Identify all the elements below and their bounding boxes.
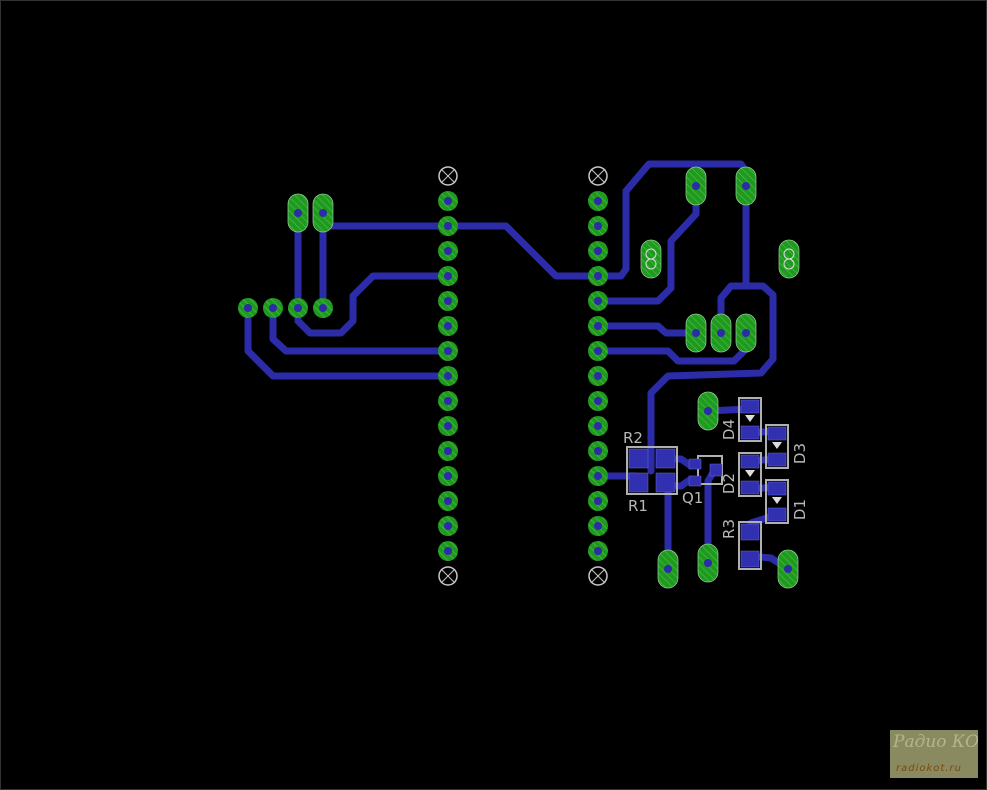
via-pad: [588, 291, 608, 311]
d2-outline: [738, 452, 762, 497]
smd-pad: [655, 472, 676, 493]
via-pad: [588, 491, 608, 511]
smd-pads: [626, 397, 789, 570]
smd-pad: [767, 426, 787, 441]
via-pad: [588, 541, 608, 561]
watermark-title: Радио КОТ: [893, 732, 978, 752]
smd-pad: [709, 463, 723, 477]
smd-pad: [740, 399, 760, 414]
via-pad: [438, 391, 458, 411]
smd-pad: [688, 458, 702, 470]
trace: [594, 322, 700, 337]
via-pad: [438, 241, 458, 261]
oval-pad: [710, 313, 732, 353]
smd-pad: [767, 507, 787, 522]
via-pad: [438, 516, 458, 536]
via-pad: [588, 366, 608, 386]
smd-pad: [767, 452, 787, 467]
via-pad: [288, 298, 308, 318]
label-d4: D4: [720, 419, 738, 441]
oval-pad: [697, 391, 719, 431]
oval-pad: [685, 166, 707, 206]
via-pad: [438, 291, 458, 311]
oval-pad: [735, 166, 757, 206]
via-pad: [238, 298, 258, 318]
r3-outline: [738, 521, 762, 570]
via-pad: [263, 298, 283, 318]
trace: [294, 209, 452, 337]
trace: [244, 304, 452, 380]
watermark-url: radiokot.ru: [896, 763, 962, 774]
via-pad: [438, 466, 458, 486]
via-pad: [438, 316, 458, 336]
oval-pad: [778, 239, 800, 279]
diode-symbol-icon: [745, 470, 755, 477]
via-pad: [438, 341, 458, 361]
d1-outline: [765, 479, 789, 524]
unconnected-pad: [588, 566, 608, 586]
via-pad: [588, 266, 608, 286]
diode-symbol-icon: [772, 442, 782, 449]
trace: [269, 304, 452, 355]
oval-pad: [685, 313, 707, 353]
unconnected-pad: [438, 566, 458, 586]
label-d1: D1: [791, 499, 809, 521]
via-pad: [438, 216, 458, 236]
d3-outline: [765, 424, 789, 469]
smd-pad: [740, 523, 760, 541]
via-pad: [588, 466, 608, 486]
via-pad: [438, 491, 458, 511]
smd-pad: [740, 454, 760, 469]
oval-pad: [657, 549, 679, 589]
oval-pad: [777, 549, 799, 589]
label-d2: D2: [720, 473, 738, 495]
via-pad: [588, 216, 608, 236]
r1-r2-outline: [626, 446, 678, 495]
smd-pad: [688, 475, 702, 487]
label-q1: Q1: [682, 489, 704, 507]
smd-pad: [655, 448, 676, 469]
label-r3: R3: [720, 519, 738, 539]
via-pad: [588, 191, 608, 211]
smd-pad: [628, 472, 649, 493]
label-r1: R1: [628, 497, 648, 515]
via-pad: [588, 341, 608, 361]
via-pad: [588, 516, 608, 536]
smd-pad: [767, 481, 787, 496]
via-pad: [438, 266, 458, 286]
via-pad: [588, 391, 608, 411]
via-pad: [588, 316, 608, 336]
diode-symbol-icon: [772, 497, 782, 504]
oval-pad: [287, 193, 309, 233]
via-pad: [438, 541, 458, 561]
oval-pad: [735, 313, 757, 353]
oval-pad: [312, 193, 334, 233]
label-r2: R2: [623, 429, 643, 447]
via-pad: [438, 441, 458, 461]
pads: [238, 166, 800, 589]
via-pad: [588, 241, 608, 261]
via-pad: [438, 191, 458, 211]
via-pad: [588, 441, 608, 461]
trace: [647, 282, 777, 475]
diode-symbol-icon: [745, 415, 755, 422]
via-pad: [438, 366, 458, 386]
via-pad: [588, 416, 608, 436]
unconnected-pad: [438, 166, 458, 186]
smd-pad: [628, 448, 649, 469]
label-d3: D3: [791, 443, 809, 465]
trace: [594, 182, 700, 305]
smd-pad: [740, 550, 760, 568]
smd-pad: [740, 480, 760, 495]
via-pad: [313, 298, 333, 318]
radiokot-watermark: Радио КОТ radiokot.ru: [890, 730, 978, 778]
unconnected-pad: [588, 166, 608, 186]
oval-pad: [697, 543, 719, 583]
oval-pad: [640, 239, 662, 279]
smd-pad: [740, 425, 760, 440]
trace: [319, 160, 750, 337]
d4-outline: [738, 397, 762, 442]
via-pad: [438, 416, 458, 436]
